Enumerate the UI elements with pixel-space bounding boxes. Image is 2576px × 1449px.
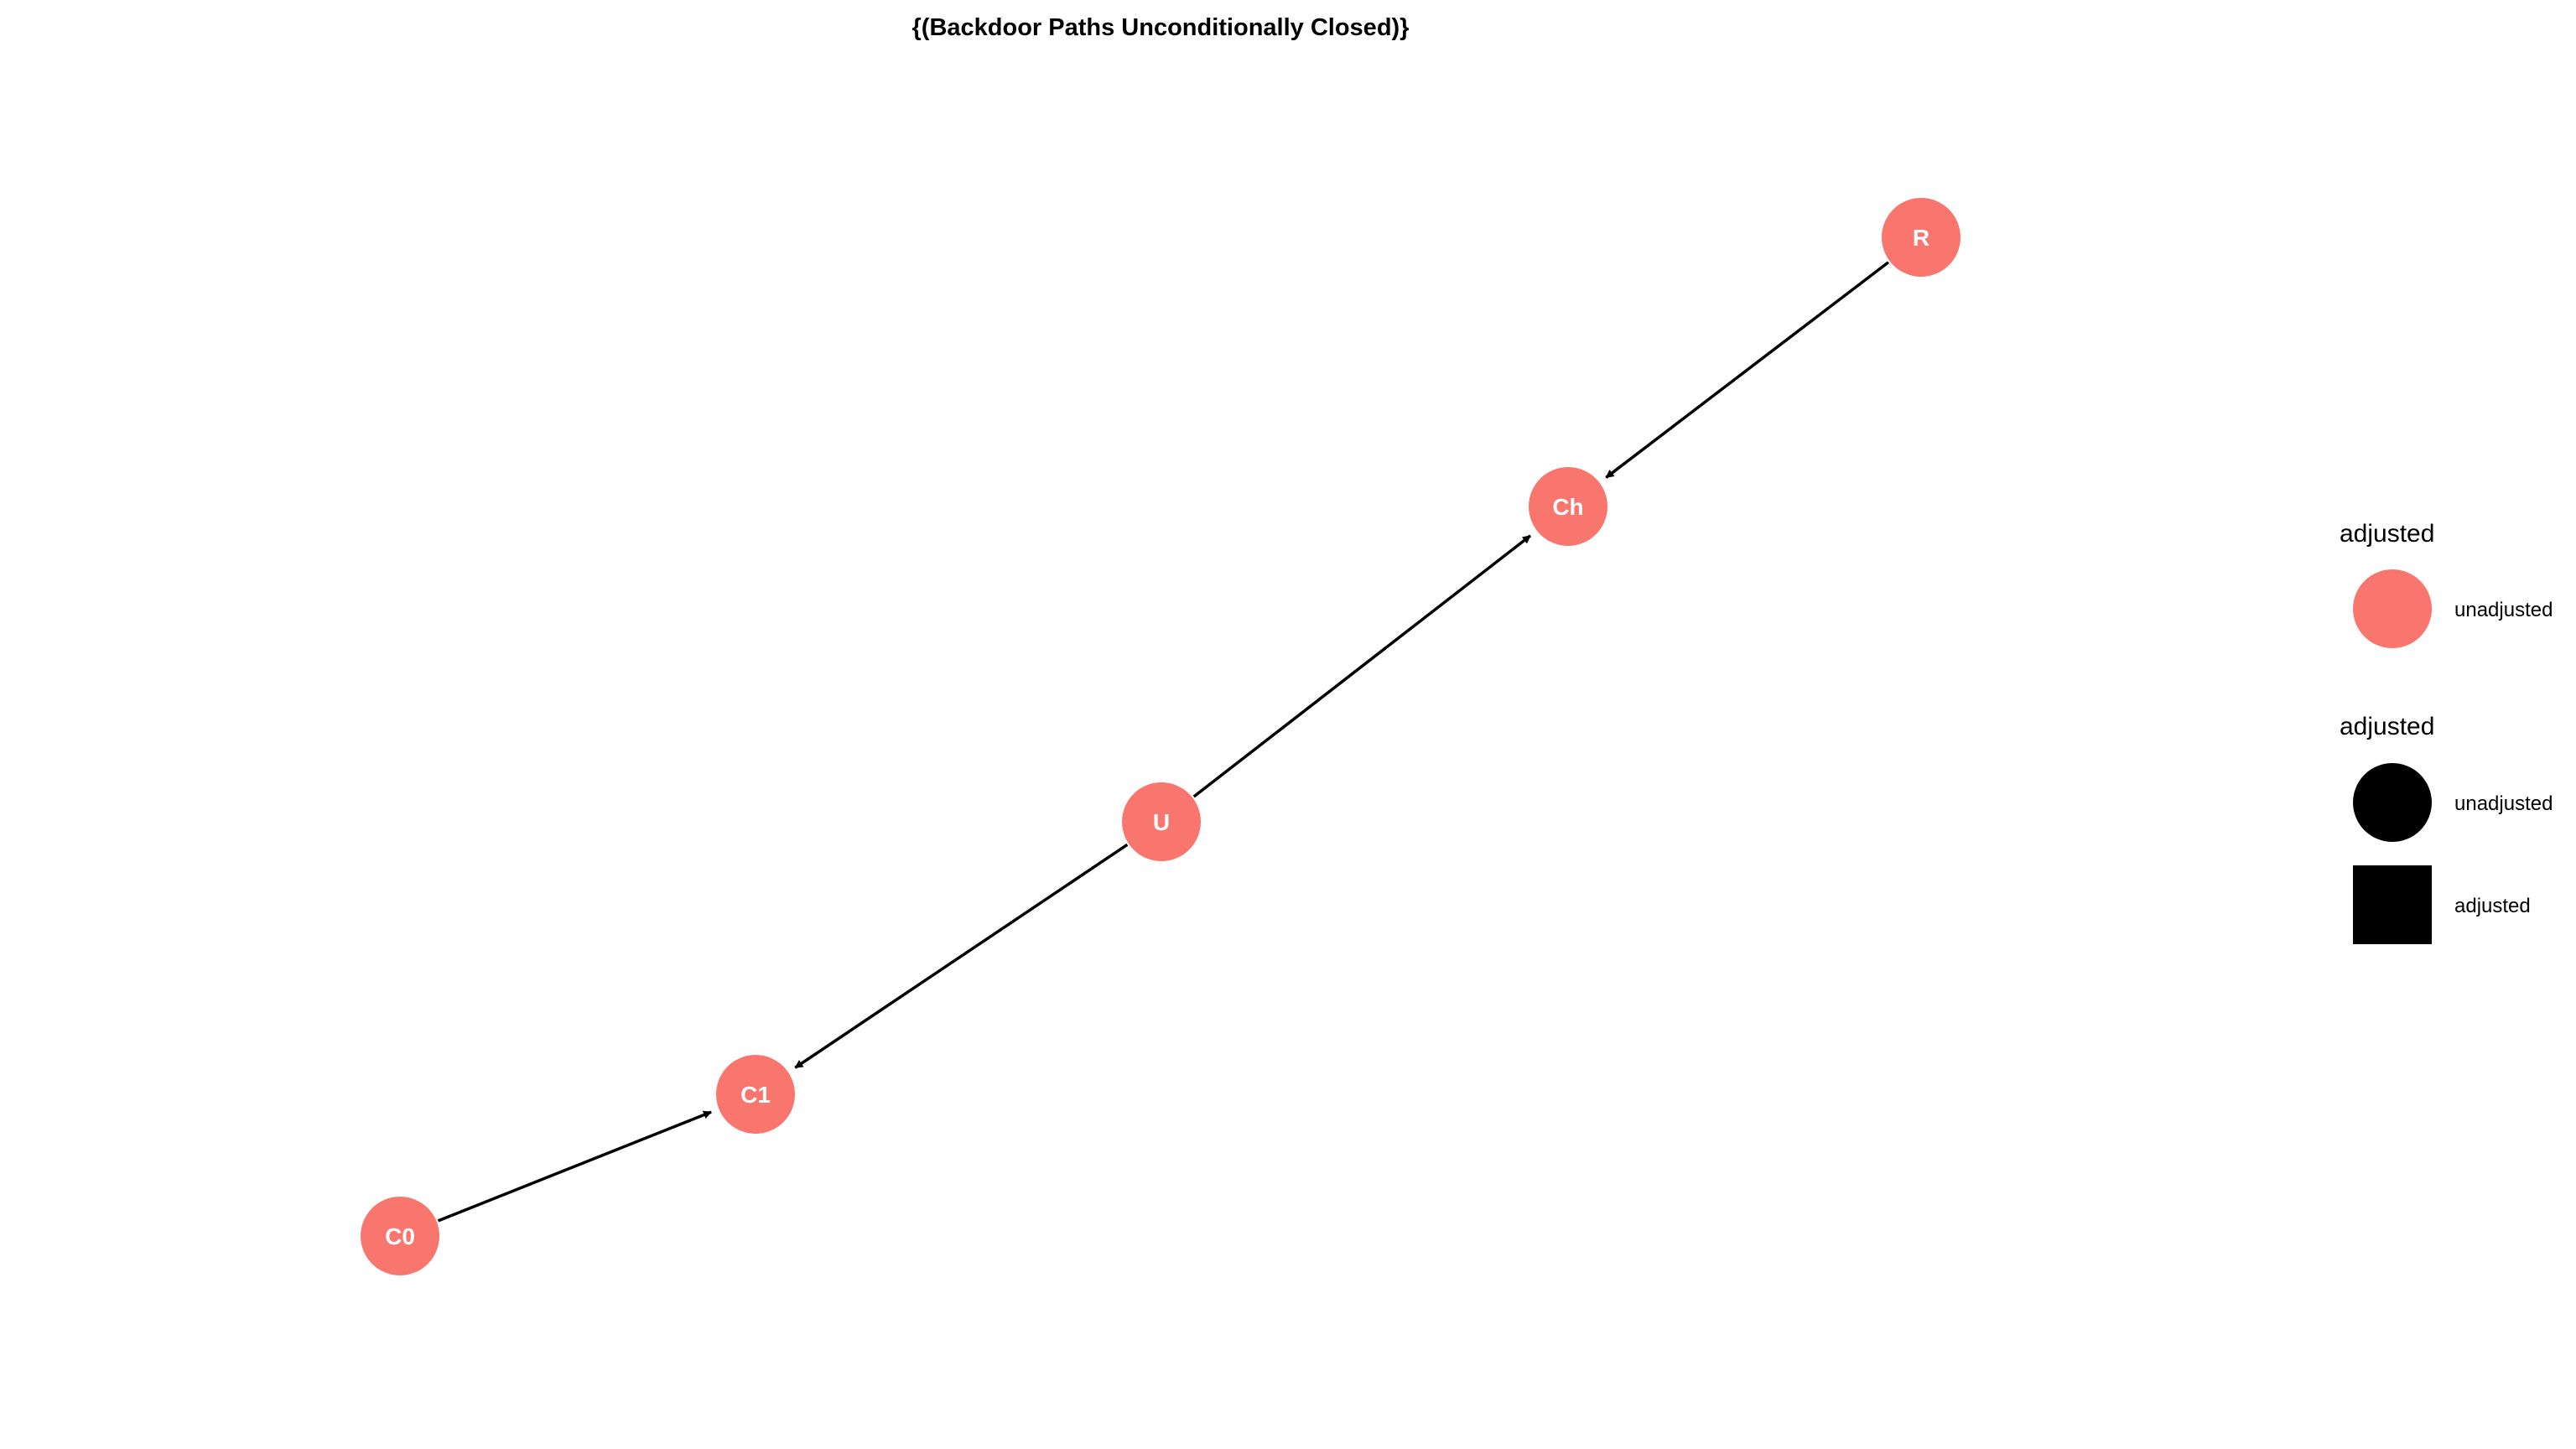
node-r-circle (1882, 198, 1961, 277)
shape-legend: adjusted unadjusted adjusted (2340, 713, 2553, 944)
edge-u-to-c1 (794, 843, 1129, 1069)
color-legend: adjusted unadjusted (2340, 520, 2553, 648)
node-c0: C0 (361, 1197, 439, 1275)
shape-legend-square-swatch (2353, 865, 2432, 944)
node-ch-label: Ch (1552, 494, 1583, 520)
node-c0-circle (361, 1197, 439, 1275)
node-c1-label: C1 (740, 1082, 771, 1108)
shape-legend-title: adjusted (2340, 713, 2434, 740)
node-u: U (1122, 782, 1201, 861)
diagram-title: {(Backdoor Paths Unconditionally Closed)… (912, 14, 1410, 41)
edge-c0-to-c1 (437, 1110, 712, 1223)
edges-layer (437, 261, 1890, 1223)
node-c1: C1 (716, 1055, 795, 1134)
node-r: R (1882, 198, 1961, 277)
color-legend-unadjusted-label: unadjusted (2454, 599, 2553, 621)
node-u-label: U (1153, 809, 1170, 835)
edge-r-to-ch (1605, 261, 1890, 479)
color-legend-unadjusted-swatch (2353, 569, 2432, 648)
node-u-circle (1122, 782, 1201, 861)
shape-legend-unadjusted-label: unadjusted (2454, 792, 2553, 815)
shape-legend-circle-swatch (2353, 763, 2432, 842)
node-ch-circle (1529, 467, 1607, 546)
edge-u-to-ch (1192, 534, 1532, 798)
shape-legend-adjusted-label: adjusted (2454, 895, 2531, 917)
color-legend-title: adjusted (2340, 520, 2434, 548)
node-c1-circle (716, 1055, 795, 1134)
node-r-label: R (1913, 225, 1929, 251)
node-c0-label: C0 (385, 1223, 415, 1249)
node-ch: Ch (1529, 467, 1607, 546)
